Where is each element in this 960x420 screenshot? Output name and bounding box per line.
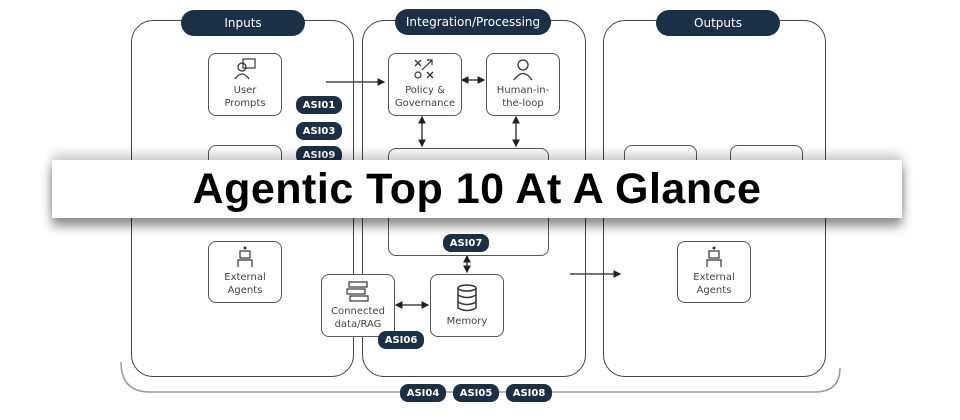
robot-icon [237, 246, 253, 267]
inputs-header: Inputs [181, 10, 305, 36]
human-in-the-loop-node: Human-in-the-loop [486, 53, 560, 116]
external-agents-output-node: External Agents [677, 241, 751, 303]
tag-asi04: ASI04 [400, 384, 446, 402]
title-banner: Agentic Top 10 At A Glance [52, 160, 902, 218]
user-prompts-label: User Prompts [224, 85, 266, 109]
tag-asi05: ASI05 [453, 384, 499, 402]
policy-node: Policy & Governance [388, 53, 462, 116]
database-icon [457, 284, 477, 312]
robot-icon [706, 246, 722, 267]
tag-asi09: ASI09 [296, 146, 342, 164]
outputs-header: Outputs [656, 10, 780, 36]
strategy-icon [414, 59, 434, 79]
headset-user-icon [513, 59, 533, 81]
tag-asi06: ASI06 [378, 331, 424, 349]
human-label: Human-in-the-loop [496, 85, 550, 109]
tag-asi07: ASI07 [443, 234, 489, 252]
books-icon [346, 281, 369, 302]
policy-label: Policy & Governance [394, 85, 456, 109]
connected-data-node: Connected data/RAG [321, 274, 395, 337]
memory-label: Memory [446, 316, 488, 327]
user-prompts-node: User Prompts [208, 53, 282, 116]
tag-asi01: ASI01 [296, 96, 342, 114]
external-agents-input-label: External Agents [224, 272, 266, 296]
tag-asi08: ASI08 [506, 384, 552, 402]
processing-header: Integration/Processing [395, 9, 551, 35]
external-agents-input-node: External Agents [208, 241, 282, 303]
tag-asi03: ASI03 [296, 122, 342, 140]
memory-node: Memory [430, 274, 504, 337]
user-chat-icon [234, 58, 256, 80]
external-agents-output-label: External Agents [693, 272, 735, 296]
connected-data-label: Connected data/RAG [331, 306, 385, 330]
